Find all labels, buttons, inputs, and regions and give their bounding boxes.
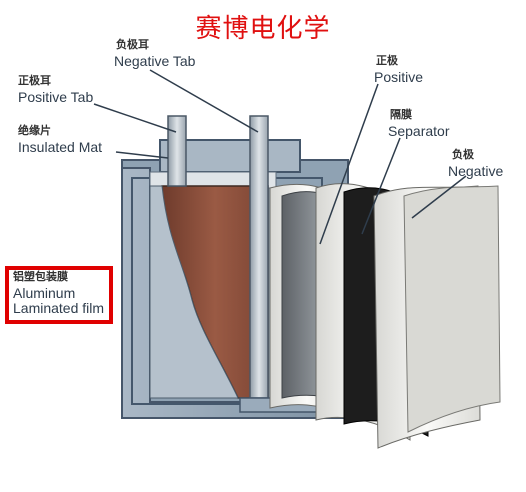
- negative-label-en: Negative: [448, 163, 504, 179]
- insulated-mat-label-cn: 绝缘片: [18, 125, 51, 137]
- leader-negative: [411, 175, 467, 219]
- separator-label-cn: 隔膜: [390, 109, 412, 121]
- separator-label-en: Separator: [388, 123, 450, 139]
- leader-negative-tab: [149, 69, 259, 133]
- leader-positive-tab: [93, 103, 177, 133]
- negative-tab-label-en: Negative Tab: [114, 53, 196, 69]
- positive-tab-label-cn: 正极耳: [18, 75, 51, 87]
- negative-label-cn: 负极: [452, 149, 474, 161]
- negative-tab-label-cn: 负极耳: [116, 39, 149, 51]
- leader-positive: [319, 83, 379, 245]
- laminated-film-highlight-box: 铝塑包装膜 Aluminum Laminated film: [5, 266, 113, 324]
- laminated-film-label-cn: 铝塑包装膜: [13, 271, 68, 283]
- leader-insulated-mat: [115, 151, 169, 159]
- positive-tab-label-en: Positive Tab: [18, 89, 94, 105]
- positive-tab-shape: [167, 115, 187, 187]
- negative-tab-shape: [249, 115, 269, 399]
- electrode-edge: [149, 185, 239, 399]
- positive-label-cn: 正极: [376, 55, 398, 67]
- insulated-mat-label-en: Insulated Mat: [18, 139, 103, 155]
- diagram-title: 赛博电化学: [195, 14, 331, 44]
- leader-separator: [361, 137, 401, 235]
- laminated-film-label-en-1: Aluminum: [13, 285, 76, 301]
- laminated-film-label-en-2: Laminated film: [13, 300, 105, 316]
- leader-lines: [93, 69, 467, 245]
- layer-negative-gray: [403, 185, 501, 433]
- positive-label-en: Positive: [374, 69, 424, 85]
